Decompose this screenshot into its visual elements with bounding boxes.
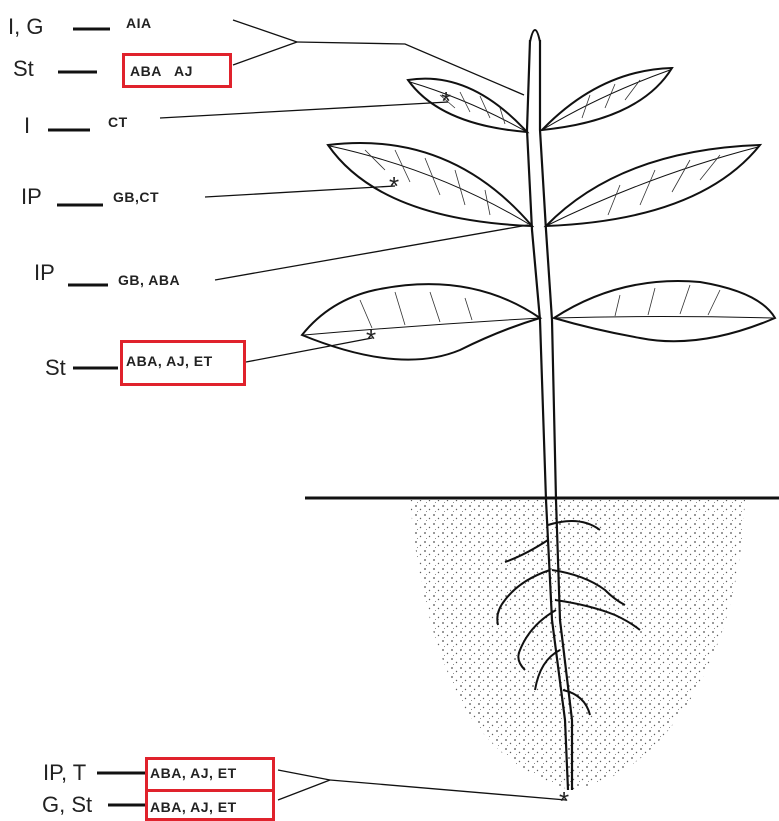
label-ip1-left: IP xyxy=(21,186,42,208)
label-st-top-hormones: ABA AJ xyxy=(130,64,193,78)
label-ip1-hormones: GB,CT xyxy=(113,190,159,204)
label-ig-left: I, G xyxy=(8,16,43,38)
label-i-left: I xyxy=(24,115,30,137)
label-st-mid-hormones: ABA, AJ, ET xyxy=(126,354,213,368)
label-ig-hormones: AIA xyxy=(126,16,152,30)
leaf-mid-right xyxy=(546,145,760,226)
leaf-top-left xyxy=(408,79,527,132)
label-ipt-hormones: ABA, AJ, ET xyxy=(150,766,237,780)
asterisk-icon: * xyxy=(441,88,451,114)
label-dashes xyxy=(48,29,148,805)
label-ip2-left: IP xyxy=(34,262,55,284)
label-ip2-hormones: GB, ABA xyxy=(118,273,180,287)
asterisk-icon: * xyxy=(366,326,376,352)
leaf-top-right xyxy=(542,68,672,130)
asterisk-icon: * xyxy=(389,173,399,199)
label-i-hormones: CT xyxy=(108,115,128,129)
leaf-low-right xyxy=(554,281,775,341)
asterisk-icon: * xyxy=(559,788,569,814)
soil-region xyxy=(410,500,745,790)
label-gst-hormones: ABA, AJ, ET xyxy=(150,800,237,814)
leaf-mid-left xyxy=(328,143,532,226)
label-ipt-left: IP, T xyxy=(43,762,86,784)
label-st-top-left: St xyxy=(13,58,34,80)
label-st-mid-left: St xyxy=(45,357,66,379)
highlight-divider xyxy=(145,789,275,792)
leaf-low-left xyxy=(302,284,540,359)
label-gst-left: G, St xyxy=(42,794,92,816)
